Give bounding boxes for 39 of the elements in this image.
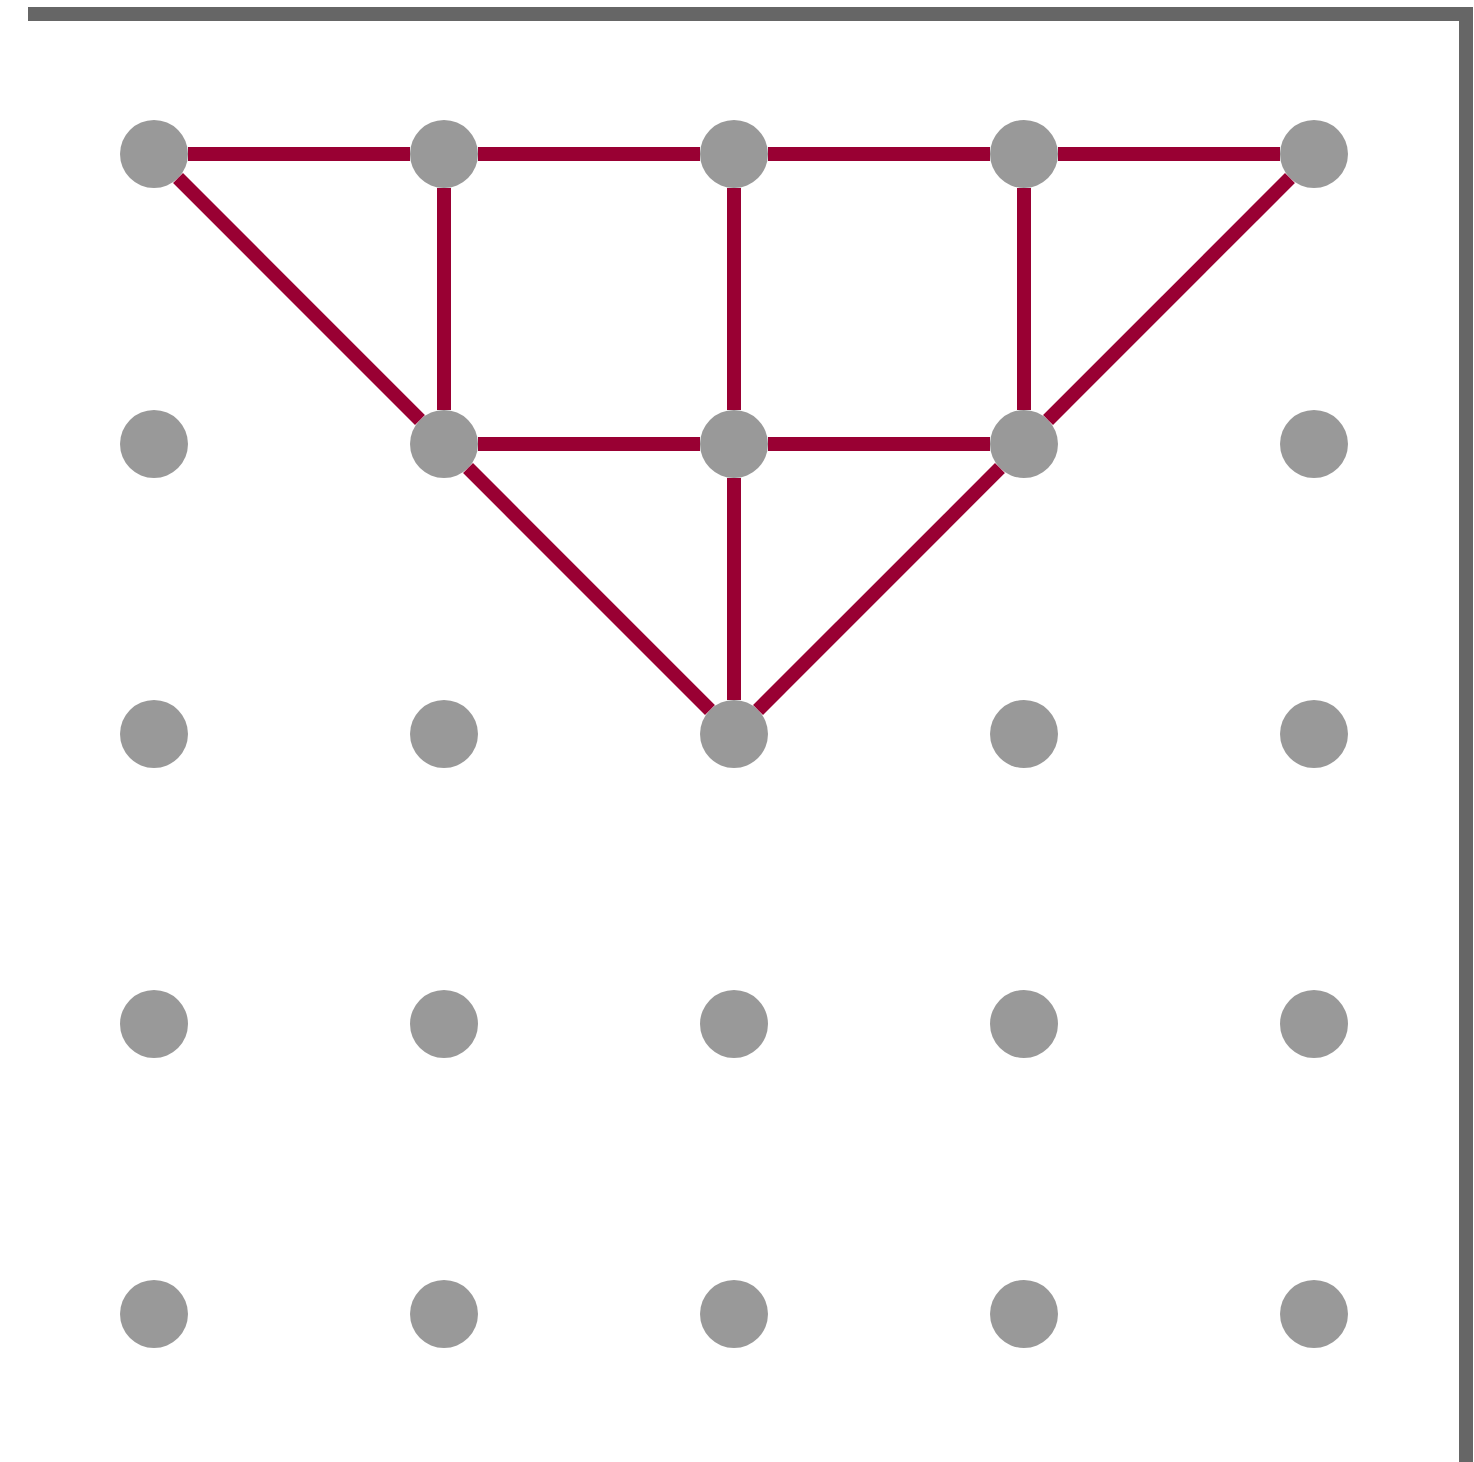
grid-dot (120, 1280, 188, 1348)
line-segment (1043, 173, 1295, 425)
grid-dot (1280, 990, 1348, 1058)
line-segment (1017, 188, 1031, 410)
line-segment (727, 478, 741, 700)
grid-dot (410, 990, 478, 1058)
grid-dot (990, 990, 1058, 1058)
grid-dot (990, 700, 1058, 768)
grid-dot (120, 700, 188, 768)
grid-dot (1280, 700, 1348, 768)
grid-dot (990, 120, 1058, 188)
grid-dot (120, 410, 188, 478)
line-segment (478, 147, 700, 161)
grid-dot (120, 120, 188, 188)
grid-dot (1280, 1280, 1348, 1348)
grid-dot (1280, 410, 1348, 478)
line-segment (1058, 147, 1280, 161)
grid-dot (410, 1280, 478, 1348)
grid-dot (700, 700, 768, 768)
line-segment (188, 147, 410, 161)
grid-dot (410, 410, 478, 478)
grid-dot (700, 990, 768, 1058)
grid-dot (1280, 120, 1348, 188)
line-segment (768, 437, 990, 451)
line-segment (727, 188, 741, 410)
line-segment (173, 173, 425, 425)
line-segment (753, 463, 1005, 715)
grid-dot (700, 410, 768, 478)
grid-dot (120, 990, 188, 1058)
grid-dot (410, 120, 478, 188)
line-segment (463, 463, 715, 715)
grid-dot (990, 1280, 1058, 1348)
line-segment (437, 188, 451, 410)
line-segment (768, 147, 990, 161)
line-segment (478, 437, 700, 451)
grid-dot (700, 120, 768, 188)
grid-dot (700, 1280, 768, 1348)
grid-dot (990, 410, 1058, 478)
grid-dot (410, 700, 478, 768)
